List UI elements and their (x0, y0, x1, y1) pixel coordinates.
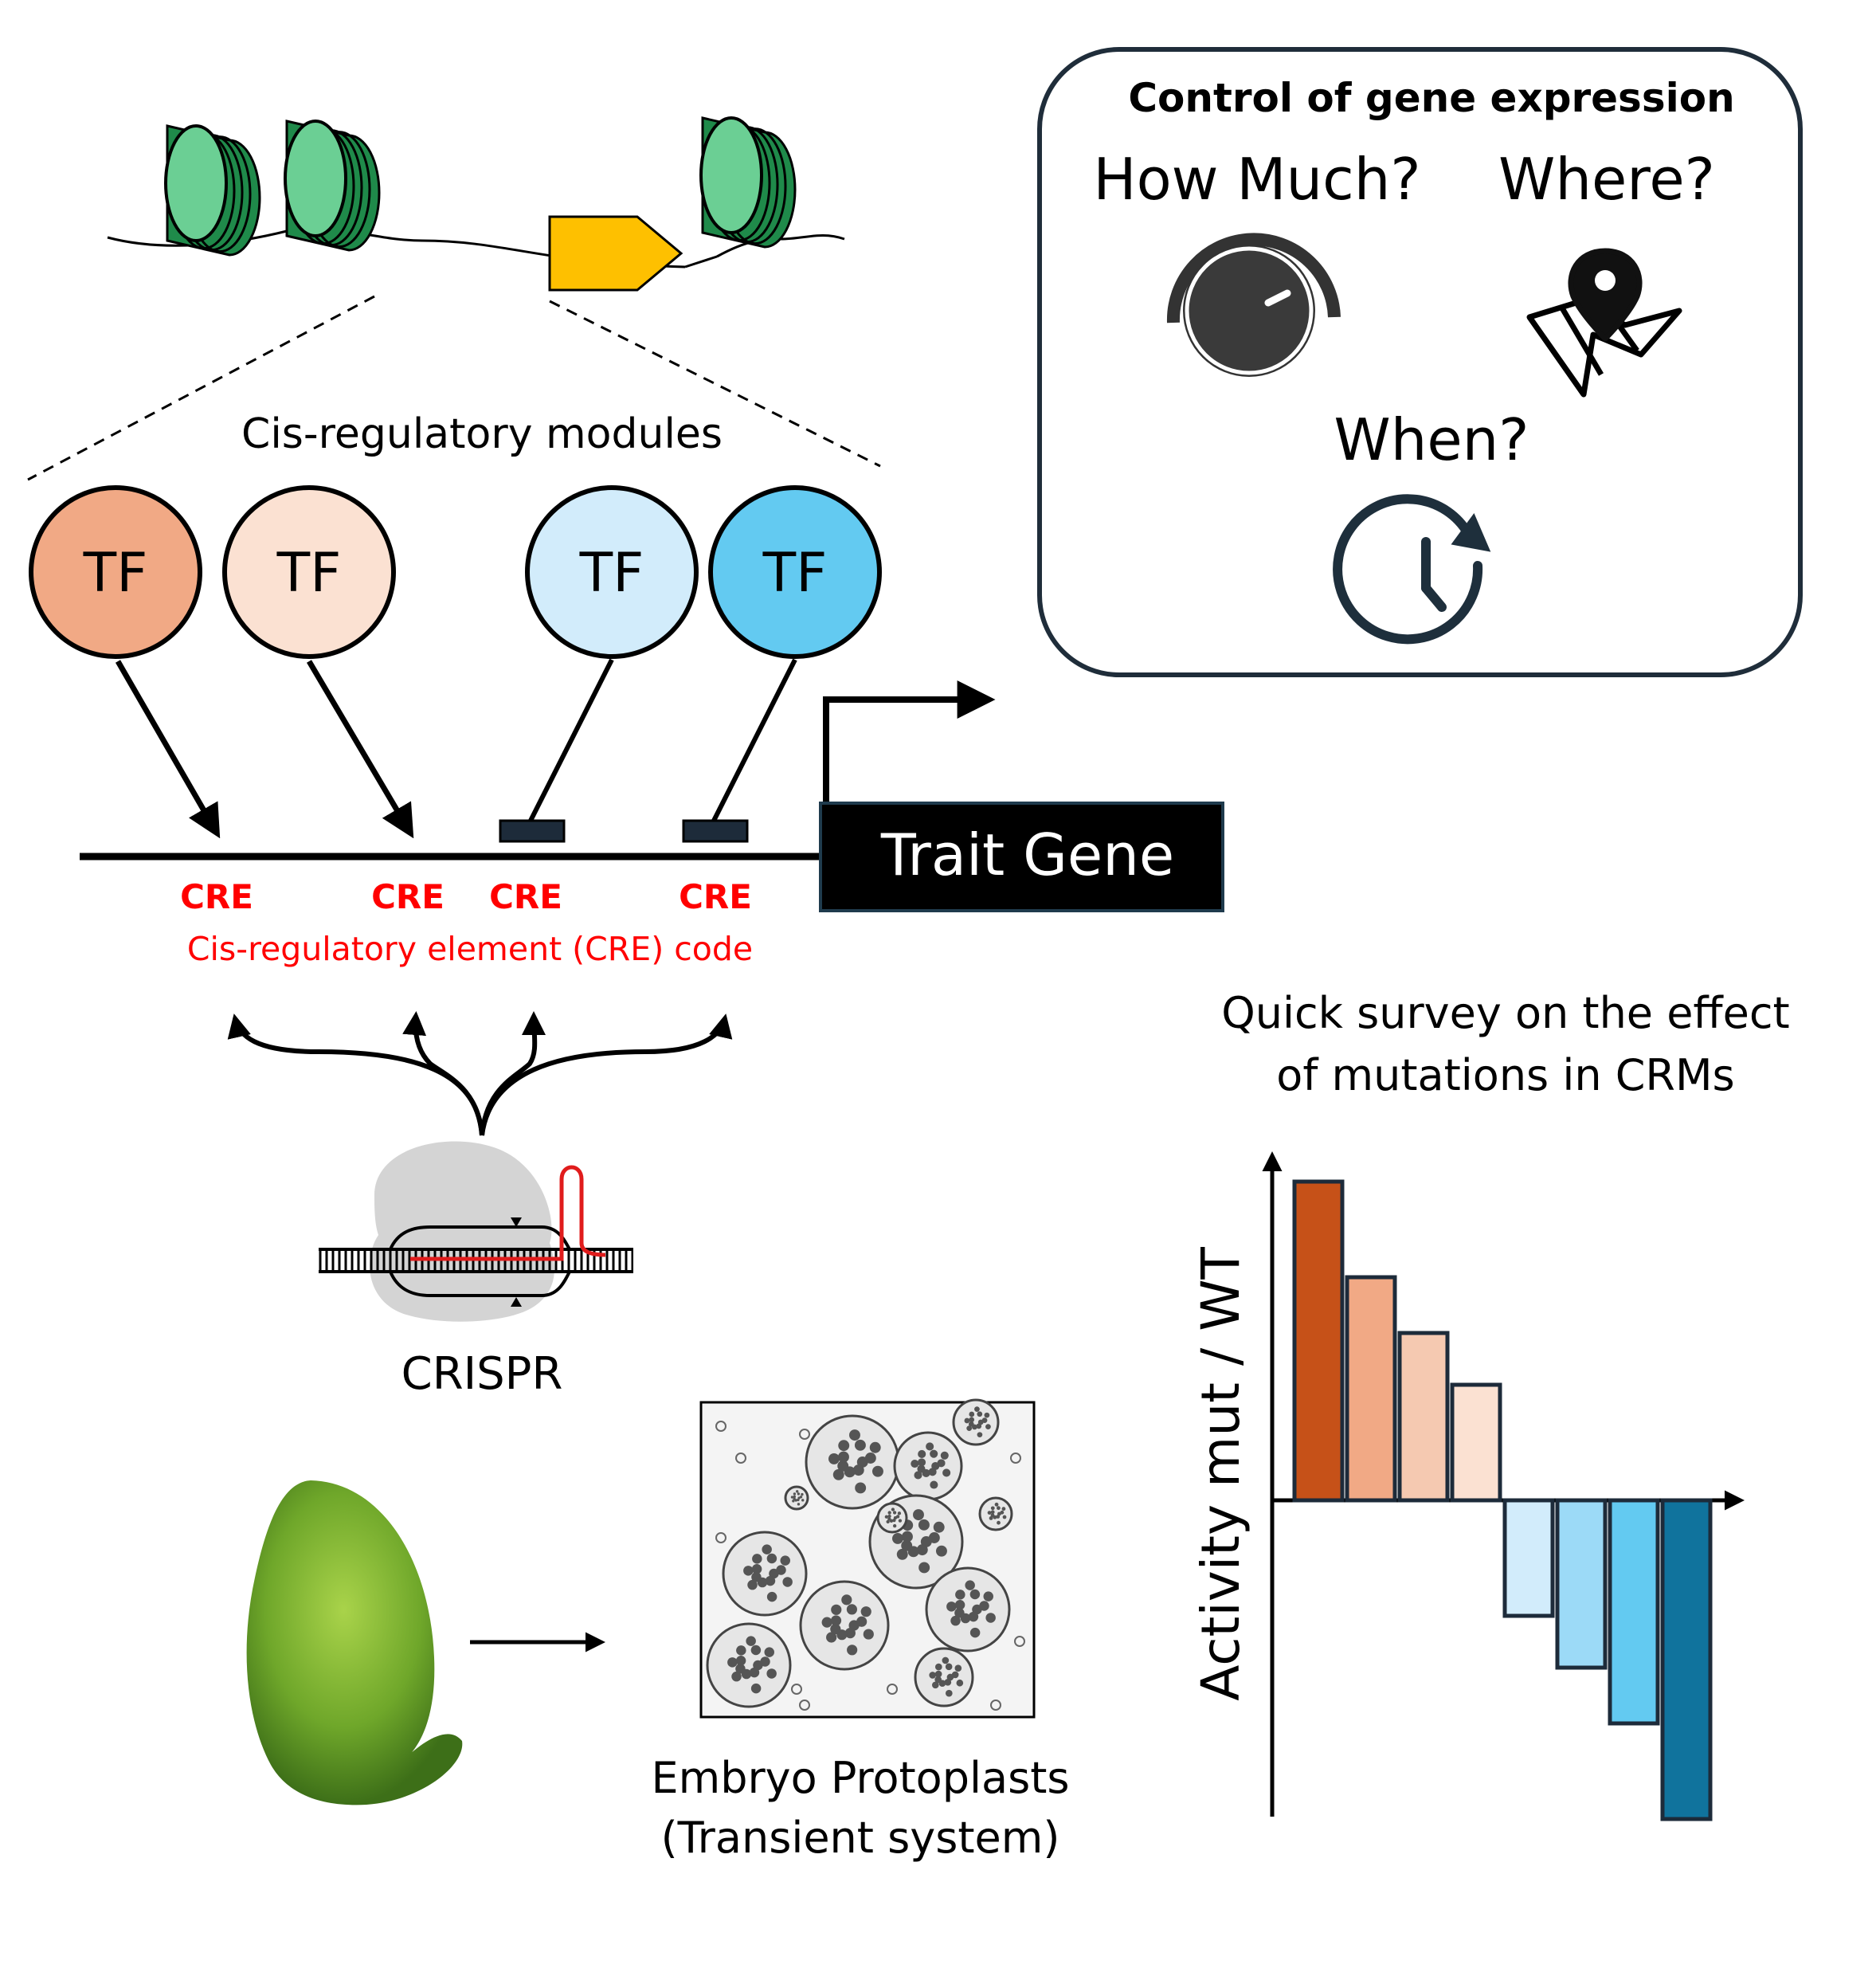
transcription-start-arrow (823, 680, 996, 806)
tf-2-activation-arrow (306, 660, 414, 839)
bar-4 (1450, 1382, 1502, 1503)
cre-label-2: CRE (371, 877, 445, 916)
crispr-target-arrows (227, 1011, 733, 1136)
nucleosome-2 (284, 120, 381, 252)
bar-1 (1292, 1179, 1345, 1503)
embryo-seed-image (246, 1480, 463, 1805)
control-box-title: Control of gene expression (1128, 75, 1734, 121)
protoplasts-label-line1: Embryo Protoplasts (651, 1753, 1069, 1803)
tf-3-repression-line (527, 658, 614, 824)
tf-1-activation-arrow (115, 660, 221, 839)
tf-2-label: TF (276, 542, 342, 605)
tf-1-label: TF (83, 542, 148, 605)
protoplast-micrograph (699, 1398, 1036, 1719)
cre-label-4: CRE (679, 877, 752, 916)
trait-gene-box (819, 802, 1224, 912)
trait-gene-label: Trait Gene (880, 821, 1174, 888)
survey-title-line1: Quick survey on the effect (1221, 988, 1789, 1038)
bar-8 (1660, 1498, 1713, 1821)
cre-code-label: Cis-regulatory element (CRE) code (187, 930, 753, 968)
nucleosome-3 (699, 116, 797, 249)
tf-3-repression-bar (499, 819, 566, 843)
bar-7 (1608, 1498, 1660, 1726)
bar-3 (1397, 1331, 1450, 1503)
tf-1: TF (29, 485, 202, 659)
control-box (1037, 47, 1803, 677)
tf-4: TF (708, 485, 882, 659)
tf-2: TF (222, 485, 396, 659)
dial-knob-icon (1166, 233, 1341, 377)
tf-3: TF (525, 485, 699, 659)
crispr-label: CRISPR (401, 1348, 563, 1400)
bar-5 (1502, 1498, 1555, 1618)
where-label: Where? (1498, 146, 1715, 213)
bar-2 (1345, 1275, 1397, 1503)
clock-refresh-icon (1333, 494, 1491, 645)
tf-4-repression-line (711, 658, 797, 824)
map-pin-icon (1526, 248, 1682, 398)
tf-3-label: TF (579, 542, 644, 605)
gene-promoter-arrow (548, 215, 683, 292)
chart-y-label: Activity mut / WT (1190, 1247, 1251, 1701)
cis-regulatory-modules-label: Cis-regulatory modules (241, 410, 723, 458)
crispr-cas9-icon (319, 1141, 633, 1322)
when-label: When? (1334, 406, 1529, 473)
chart-bars (1292, 1179, 1713, 1821)
survey-title-line2: of mutations in CRMs (1276, 1050, 1734, 1100)
zoom-line-right (549, 300, 881, 468)
tf-4-label: TF (762, 542, 828, 605)
zoom-line-left (27, 295, 375, 481)
bar-6 (1555, 1498, 1608, 1670)
how-much-label: How Much? (1093, 146, 1420, 213)
mutation-effect-bar-chart: Activity mut / WT (1190, 1151, 1745, 1821)
tf-4-repression-bar (682, 819, 749, 843)
protoplasts-label-line2: (Transient system) (661, 1813, 1060, 1863)
cre-label-3: CRE (489, 877, 562, 916)
nucleosome-1 (164, 124, 261, 257)
cre-label-1: CRE (180, 877, 253, 916)
